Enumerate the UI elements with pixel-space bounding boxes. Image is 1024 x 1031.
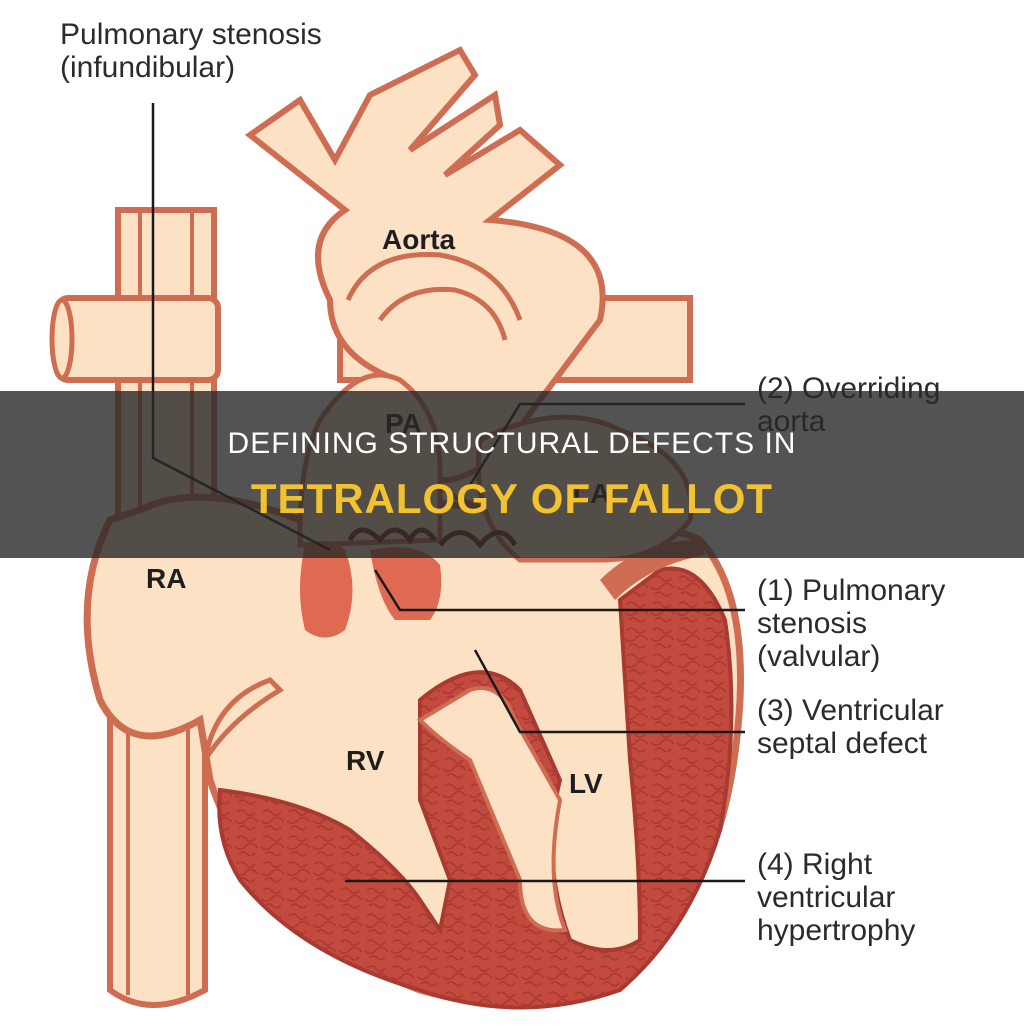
label-valvular-stenosis: (1) Pulmonary stenosis (valvular) (757, 574, 946, 673)
leader-valvular (373, 569, 745, 612)
title-banner: DEFINING STRUCTURAL DEFECTS IN TETRALOGY… (0, 391, 1024, 558)
banner-title: TETRALOGY OF FALLOT (250, 474, 774, 522)
label-right-ventricular-hypertrophy: (4) Right ventricular hypertrophy (757, 848, 916, 947)
inferior-vena-cava (107, 717, 208, 1008)
leader-vsd (473, 649, 745, 734)
label-lv: LV (569, 768, 603, 799)
label-rv: RV (346, 745, 385, 776)
banner-subtitle: DEFINING STRUCTURAL DEFECTS IN (227, 426, 797, 460)
label-infundibular-stenosis: Pulmonary stenosis (infundibular) (60, 18, 322, 84)
label-ra: RA (146, 563, 187, 594)
label-ventricular-septal-defect: (3) Ventricular septal defect (757, 694, 944, 760)
tricuspid-valve (202, 677, 285, 762)
valvular-stenosis (370, 547, 442, 620)
ventricle-muscle (217, 566, 734, 1010)
label-aorta: Aorta (382, 224, 456, 255)
infundibular-stenosis (300, 541, 353, 638)
septum (416, 686, 568, 933)
